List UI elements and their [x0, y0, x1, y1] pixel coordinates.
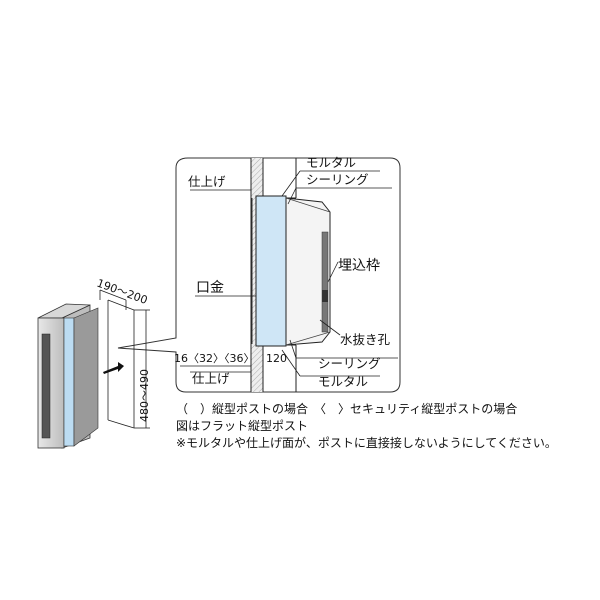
dimension-width: 190～200	[95, 277, 149, 307]
dimension-depth: 16〈32〉〈36〉	[174, 352, 255, 365]
label-sealing-top: シーリング	[306, 172, 369, 187]
mailbox-3d	[37, 303, 99, 449]
note-legend: （ ）縦型ポストの場合 〈 〉セキュリティ縦型ポストの場合	[176, 402, 518, 416]
label-embed-frame: 埋込枠	[338, 258, 380, 274]
label-finish-bottom: 仕上げ	[192, 371, 230, 386]
label-sealing-bottom: シーリング	[318, 356, 381, 371]
leader-lines	[190, 170, 398, 377]
label-mortar-top: モルタル	[306, 155, 356, 170]
label-mouthpiece: 口金	[196, 280, 224, 296]
dimension-offset: 120	[266, 352, 287, 365]
label-mortar-bottom: モルタル	[318, 374, 368, 389]
label-drain-hole: 水抜き孔	[340, 332, 391, 347]
mailbox-section	[251, 195, 331, 347]
note-figure: 図はフラット縦型ポスト	[176, 419, 309, 433]
dimension-lines-detail	[180, 348, 297, 368]
insertion-arrow-icon	[103, 362, 124, 374]
dimension-height: 480～490	[138, 369, 151, 422]
wall-opening	[99, 289, 150, 429]
label-finish-top: 仕上げ	[188, 174, 226, 189]
note-warning: ※モルタルや仕上げ面が、ポストに直接接しないようにしてください。	[176, 436, 557, 450]
